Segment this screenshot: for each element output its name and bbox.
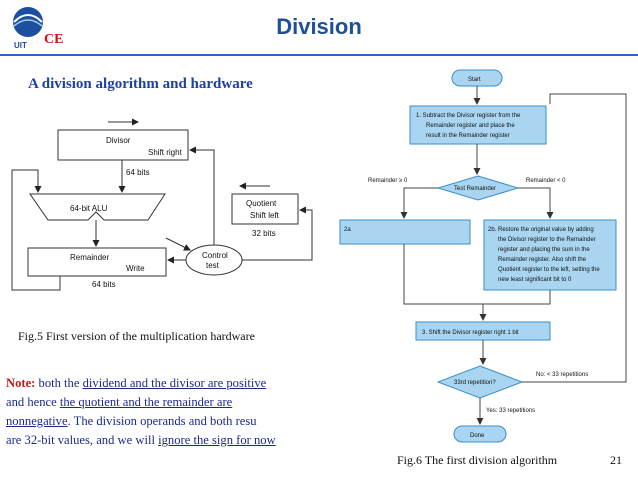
flow-step3-text: 3. Shift the Divisor register right 1 bi…	[422, 330, 519, 336]
flow-step-1	[409, 105, 547, 145]
division-hardware-diagram: Divisor Shift right 64 bits 64-bit ALU R…	[11, 118, 313, 291]
flow-step-2a	[339, 219, 471, 245]
alu-shape	[29, 193, 166, 221]
fig5-caption: Fig.5 First version of the multiplicatio…	[18, 329, 255, 343]
flow-yes-label: Yes: 33 repetitions	[486, 408, 535, 414]
flow-test-text: Test Remainder	[454, 186, 496, 192]
remainder-action: Write	[126, 264, 145, 273]
uit-logo: UIT	[2, 2, 76, 60]
title-divider	[0, 54, 638, 56]
note-line1-a: both the	[35, 376, 83, 390]
slide-subtitle: A division algorithm and hardware	[28, 76, 253, 92]
note-line2-a: and hence	[6, 395, 60, 409]
flow-done-text: Done	[470, 433, 485, 439]
note-line-3: nonnegative. The division operands and b…	[6, 412, 340, 431]
note-line-4: are 32-bit values, and we will ignore th…	[6, 431, 340, 450]
division-flowchart: Start 1. Subtract the Divisor register f…	[339, 69, 627, 443]
flow-step2b-line3: register and placing the sum in the	[498, 247, 590, 253]
flow-step2b-line6: new least significant bit to 0	[498, 277, 572, 283]
logo-ce-text: CE	[44, 32, 64, 47]
divisor-register	[57, 129, 189, 161]
flow-repetition-text: 33rd repetition?	[454, 380, 496, 386]
note-line-1: Note: both the dividend and the divisor …	[6, 374, 340, 393]
divisor-action: Shift right	[148, 148, 183, 157]
note-line4-a: are 32-bit values, and we will	[6, 433, 159, 447]
flow-step2b-line5: Quotient register to the left, setting t…	[498, 267, 600, 273]
remainder-label: Remainder	[70, 253, 109, 262]
flow-done	[453, 425, 507, 443]
quotient-width: 32 bits	[252, 229, 276, 238]
remainder-width: 64 bits	[92, 280, 116, 289]
quotient-label: Quotient	[246, 199, 277, 208]
note-label: Note:	[6, 376, 36, 390]
flow-step-2b	[483, 219, 617, 291]
page-number: 21	[610, 453, 622, 467]
flow-step1-line3: result in the Remainder register	[426, 133, 510, 139]
fig6-caption: Fig.6 The first division algorithm	[397, 453, 558, 467]
flow-step2a-text: 2a	[344, 227, 351, 233]
note-text: Note: both the dividend and the divisor …	[6, 374, 340, 454]
slide-title: Division	[276, 14, 362, 39]
flow-step2b-line1: 2b. Restore the original value by adding	[488, 227, 594, 233]
note-line4-b: ignore the sign for now	[158, 433, 276, 447]
note-line3-c: . The division operands and both resu	[67, 414, 257, 428]
flow-step2b-line4: Remainder register. Also shift the	[498, 257, 587, 263]
note-line2-b: the quotient and the remainder are	[59, 395, 233, 409]
logo-brand: UIT	[14, 41, 27, 50]
flow-branch-right-label: Remainder < 0	[526, 178, 566, 184]
control-test-unit	[185, 244, 243, 276]
flow-no-label: No: < 33 repetitions	[536, 372, 588, 378]
flow-test-remainder	[436, 175, 520, 201]
quotient-register	[231, 193, 299, 225]
control-label-line2: test	[206, 261, 220, 270]
alu-label: 64-bit ALU	[70, 204, 108, 213]
flow-step2b-line2: the Divisor register to the Remainder	[498, 237, 596, 243]
note-line1-b: dividend and the divisor are positive	[82, 376, 267, 390]
quotient-action: Shift left	[250, 211, 280, 220]
flow-start-text: Start	[468, 77, 481, 83]
flow-step1-line1: 1. Subtract the Divisor register from th…	[416, 113, 521, 119]
remainder-register	[27, 247, 167, 277]
note-line-2: and hence the quotient and the remainder…	[6, 393, 340, 412]
note-line3-b: nonnegative	[6, 414, 68, 428]
flow-branch-left-label: Remainder ≥ 0	[368, 178, 408, 184]
flow-step1-line2: Remainder register and place the	[426, 123, 515, 129]
divisor-label: Divisor	[106, 136, 131, 145]
divisor-width: 64 bits	[126, 168, 150, 177]
control-label-line1: Control	[202, 251, 228, 260]
